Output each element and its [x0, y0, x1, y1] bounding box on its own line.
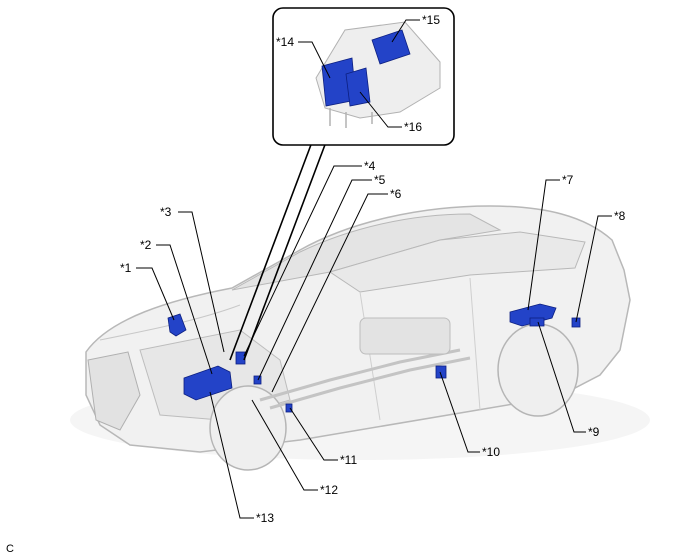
label-11: *11	[340, 453, 357, 467]
labels: *1 *2 *3 *4 *5 *6 *7 *8 *9 *10 *11 *12 *…	[6, 13, 626, 555]
component-5	[253, 375, 262, 385]
leader-2	[156, 244, 213, 375]
rear-wheel	[497, 323, 579, 417]
leader-5	[257, 179, 372, 381]
component-15	[371, 29, 411, 65]
rear-drivetrain	[359, 317, 451, 355]
label-10: *10	[482, 445, 500, 459]
component-11	[285, 403, 293, 413]
door-line	[359, 277, 481, 421]
component-1	[167, 313, 187, 337]
leader-1	[136, 267, 175, 321]
leader-7	[527, 179, 560, 311]
label-7: *7	[562, 173, 574, 187]
leader-8	[575, 215, 612, 323]
label-4: *4	[364, 159, 376, 173]
leader-9	[537, 321, 586, 433]
leader-14	[298, 41, 331, 79]
label-3: *3	[160, 205, 172, 219]
component-8	[571, 317, 581, 328]
label-5: *5	[374, 173, 386, 187]
inset-mount	[329, 108, 373, 128]
leader-4	[243, 165, 362, 357]
callout-line-2	[243, 141, 327, 361]
side-windows	[328, 231, 586, 293]
label-16: *16	[404, 120, 422, 134]
label-15: *15	[422, 13, 440, 27]
front-wheel	[209, 385, 287, 471]
vehicle-illustration	[70, 205, 650, 471]
component-10	[435, 365, 447, 379]
label-12: *12	[320, 483, 338, 497]
leader-16	[359, 91, 402, 128]
callout-line-1	[229, 141, 313, 361]
component-4	[235, 351, 246, 365]
leader-11	[289, 407, 338, 461]
label-1: *1	[120, 261, 132, 275]
component-7	[509, 303, 557, 327]
front-grille	[87, 351, 141, 431]
leader-6	[271, 193, 388, 393]
label-6: *6	[390, 187, 402, 201]
leader-3	[178, 211, 225, 353]
windshield	[231, 213, 502, 291]
label-9: *9	[588, 425, 600, 439]
leader-12	[251, 399, 318, 491]
leader-lines	[136, 19, 612, 519]
figure-code: C	[6, 543, 14, 555]
leader-15	[391, 19, 420, 43]
components	[167, 303, 581, 413]
leader-10	[439, 371, 480, 453]
leader-13	[209, 391, 254, 519]
component-9	[529, 317, 545, 327]
label-2: *2	[140, 238, 152, 252]
exhaust-system	[259, 348, 471, 410]
component-13	[183, 365, 233, 401]
label-13: *13	[256, 511, 274, 525]
label-8: *8	[614, 209, 626, 223]
detail-callout	[229, 7, 455, 361]
label-14: *14	[276, 35, 294, 49]
